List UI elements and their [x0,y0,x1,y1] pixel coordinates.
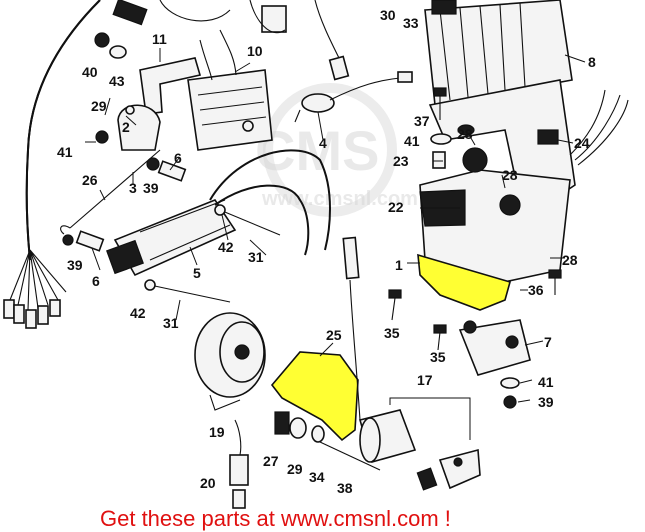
spring [60,149,161,235]
part-number: 36 [528,282,544,298]
part-number: 42 [130,305,146,321]
part-number: 2 [122,119,130,135]
part-number: 28 [502,167,518,183]
collar-washer [289,417,307,439]
battery-box [419,79,576,286]
part-number: 41 [57,144,73,160]
part-number: 19 [209,424,225,440]
part-number: 4 [319,135,327,151]
part-number: 3 [129,180,137,196]
part-number: 8 [588,54,596,70]
part-number: 6 [174,150,182,166]
part-number: 22 [388,199,404,215]
part-number: 28 [562,252,578,268]
part-number: 39 [67,257,83,273]
part-number: 35 [430,349,446,365]
part-number: 26 [82,172,98,188]
battery-hardware [430,87,562,295]
nut-40 [94,32,110,48]
part-number: 1 [395,257,403,273]
watermark-logo: CMS [255,119,379,182]
bolt-38 [319,441,381,471]
small-washer [311,425,325,443]
part-number: 43 [109,73,125,89]
footer-advertisement[interactable]: Get these parts at www.cmsnl.com ! [100,506,451,531]
collar [274,411,290,435]
ignition-coil [106,149,331,277]
spacer-lower [75,230,105,252]
part-number: 27 [263,453,279,469]
part-number: 38 [337,480,353,496]
part-number: 7 [544,334,552,350]
part-number: 6 [92,273,100,289]
pulse-generator [194,312,266,411]
part-number: 25 [326,327,342,343]
part-number: 33 [403,15,419,31]
part-number: 39 [538,394,554,410]
part-number: 40 [82,64,98,80]
part-number: 28 [457,126,473,142]
part-number: 5 [193,265,201,281]
part-number: 34 [309,469,325,485]
connector [229,419,249,509]
washer-43 [109,45,127,59]
part-number: 11 [152,31,167,47]
wiring-harness [3,0,350,329]
clamp [95,104,161,171]
part-number: 41 [404,133,420,149]
part-number: 30 [380,7,396,23]
point-assembly [389,397,481,491]
rubber-mount [458,319,531,376]
part-number: 39 [143,180,159,196]
part-number: 37 [414,113,430,129]
part-number: 42 [218,239,234,255]
part-number: 20 [200,475,216,491]
part-number: 35 [384,325,400,341]
part-number: 31 [248,249,264,265]
bolts-35 [388,289,447,351]
battery-leads [569,89,629,166]
part-number: 23 [393,153,409,169]
part-number: 31 [163,315,179,331]
part-number-labels: 1 2 3 4 5 6 6 7 8 10 11 17 19 20 22 23 2… [57,7,596,496]
watermark-url: www.cmsnl.com [261,188,418,210]
part-number: 24 [574,135,590,151]
nut-right [503,395,517,409]
part-number: 17 [417,372,433,388]
part-number: 10 [247,43,263,59]
neutral-switch [342,236,417,463]
watermark: CMS www.cmsnl.com [255,83,418,217]
mounting-bracket-highlight [417,253,511,311]
leader-lines [85,48,586,403]
battery [424,0,573,106]
part-number: 29 [91,98,107,114]
part-number: 29 [287,461,303,477]
washer-right [500,377,520,389]
bolts [144,204,281,303]
bracket-highlight [270,351,359,442]
part-number: 41 [538,374,554,390]
nut-lower [62,234,74,246]
